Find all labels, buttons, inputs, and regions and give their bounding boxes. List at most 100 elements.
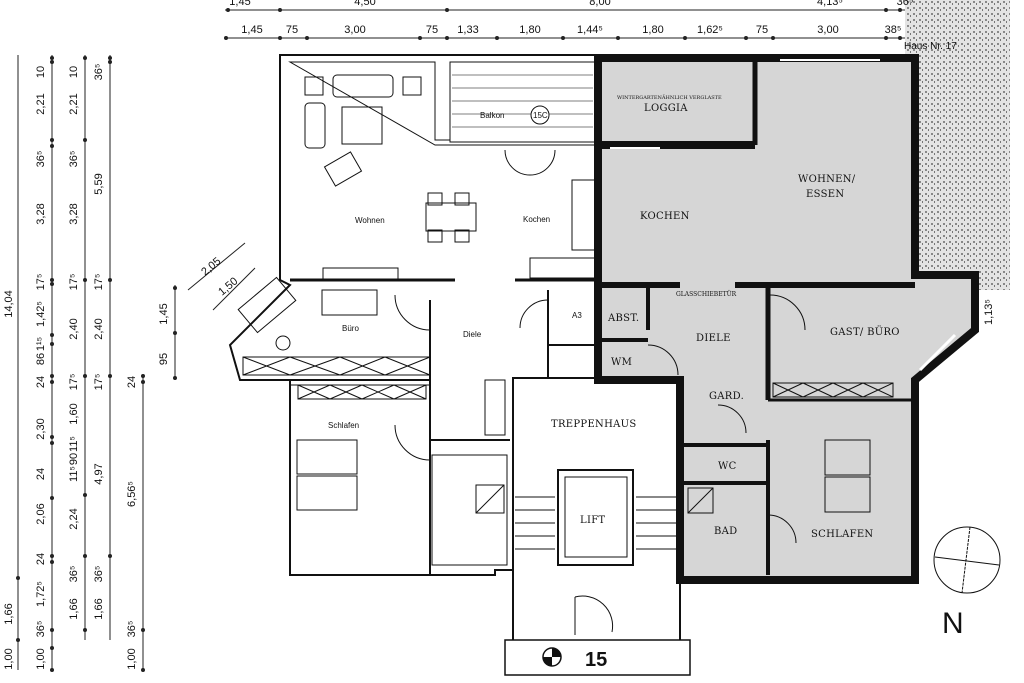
room-label-schlafen-right: SCHLAFEN [811, 529, 873, 540]
dimension-left-col2: 3,28 [35, 203, 47, 224]
dimension-tick [50, 333, 54, 337]
dimension-left-col2: 24 [35, 468, 47, 480]
dimension-left-col2: 2,30 [35, 418, 47, 439]
room-label-lift: LIFT [580, 515, 605, 526]
dimension-left-col2: 36⁵ [35, 151, 47, 168]
dimension-tick [616, 36, 620, 40]
dimension-top-detail: 38⁵ [885, 24, 902, 36]
dimension-top-detail: 1,45 [241, 24, 262, 36]
dimension-tick [445, 8, 449, 12]
dimension-left-col3: 11⁵ [68, 436, 80, 452]
dimension-top-overall: 8,00 [589, 0, 610, 8]
dimension-tick [83, 628, 87, 632]
dimension-tick [50, 554, 54, 558]
dimension-left-col2: 1,72⁵ [35, 581, 47, 607]
room-label-diele: Diele [463, 330, 482, 339]
dimension-tick [83, 278, 87, 282]
room-label-abst: ABST. [607, 313, 639, 324]
neighbor-house-area [905, 0, 1010, 290]
dimension-tick [50, 628, 54, 632]
dimension-tick [884, 36, 888, 40]
dimension-tick [50, 60, 54, 64]
dimension-left-col2: 17⁵ [35, 274, 47, 291]
dimension-tick [50, 441, 54, 445]
room-label-gard: GARD. [709, 391, 744, 402]
dimension-tick [50, 646, 54, 650]
dimension-left-col3: 2,24 [68, 508, 80, 529]
dimension-tick [445, 36, 449, 40]
dimension-top-detail: 1,44⁵ [577, 24, 603, 36]
dimension-left-col3: 2,40 [68, 318, 80, 339]
dimension-tick [495, 36, 499, 40]
dimension-tick [108, 374, 112, 378]
dimension-tick [50, 435, 54, 439]
dimension-tick [173, 376, 177, 380]
dimension-left-col4: 5,59 [93, 173, 105, 194]
dimension-top-detail: 3,00 [817, 24, 838, 36]
room-label-kochen-right: KOCHEN [640, 211, 690, 222]
dimension-left-col1: 1,66 [3, 603, 15, 624]
dimension-left-col5: 24 [126, 376, 138, 388]
dimension-tick [108, 554, 112, 558]
north-label: N [942, 607, 964, 640]
dimension-tick [83, 374, 87, 378]
right-side-dimension: 1,13⁵ [983, 299, 995, 325]
dimension-left-col2: 1,42⁵ [35, 301, 47, 327]
dimension-left-col4: 4,97 [93, 463, 105, 484]
dimension-tick [108, 56, 112, 60]
dimension-tick [50, 278, 54, 282]
right-unit [594, 54, 979, 584]
dimension-tick [418, 36, 422, 40]
dimension-tick [50, 138, 54, 142]
dimension-tick [50, 374, 54, 378]
room-label-gast-buero: GAST/ BÜRO [830, 326, 900, 338]
dimension-tick [83, 493, 87, 497]
dimension-tick [898, 8, 902, 12]
dimension-ticks [16, 8, 902, 672]
dimension-tick [50, 144, 54, 148]
room-label-loggia: LOGGIA [644, 103, 688, 114]
dimension-top-overall: 36⁵ [897, 0, 914, 8]
dimension-tick [50, 380, 54, 384]
dimension-left-col2: 24 [35, 553, 47, 565]
room-label-wohnen: Wohnen [355, 216, 385, 225]
dimension-tick [16, 638, 20, 642]
room-label-treppenhaus: TREPPENHAUS [551, 419, 637, 430]
dimension-left-col3: 1,66 [68, 598, 80, 619]
dimension-tick [141, 668, 145, 672]
dimension-tick [898, 36, 902, 40]
house-number-label: Haus Nr. 17 [904, 41, 957, 52]
dimension-left-col3: 17⁵ [68, 274, 80, 291]
room-label-wm: WM [611, 357, 632, 368]
room-label-diele-right: DIELE [696, 333, 731, 344]
dimension-tick [226, 8, 230, 12]
dimension-top-detail: 1,80 [642, 24, 663, 36]
bay-dimension-outer: 2,05 [199, 255, 223, 278]
dimension-tick [83, 56, 87, 60]
room-label-bad: BAD [714, 526, 738, 537]
dimension-top-overall: 1,45 [229, 0, 250, 8]
dimension-tick [173, 331, 177, 335]
dimension-tick [278, 36, 282, 40]
dimension-tick [50, 56, 54, 60]
dimension-tick [771, 36, 775, 40]
dimension-tick [50, 282, 54, 286]
dimension-top-detail: 75 [286, 24, 298, 36]
dimension-top-overall: 4,50 [354, 0, 375, 8]
dimension-left-col2: 24 [35, 376, 47, 388]
dimension-tick [173, 286, 177, 290]
room-label-schlafen: Schlafen [328, 421, 359, 430]
dimension-left-col4: 17⁵ [93, 274, 105, 291]
dimension-top-detail: 75 [426, 24, 438, 36]
right-unit-labels: WINTERGARTENÄHNLICH VERGLASTE LOGGIA KOC… [607, 94, 900, 540]
balkon-badge: 15C [533, 111, 548, 120]
dimension-tick [83, 554, 87, 558]
dimension-tick [50, 496, 54, 500]
dimension-left-col3: 10 [68, 66, 80, 78]
dimension-left-col2: 1,00 [35, 648, 47, 669]
loggia-note: WINTERGARTENÄHNLICH VERGLASTE [617, 94, 722, 101]
dimension-left-col4: 2,40 [93, 318, 105, 339]
room-label-kochen: Kochen [523, 215, 550, 224]
